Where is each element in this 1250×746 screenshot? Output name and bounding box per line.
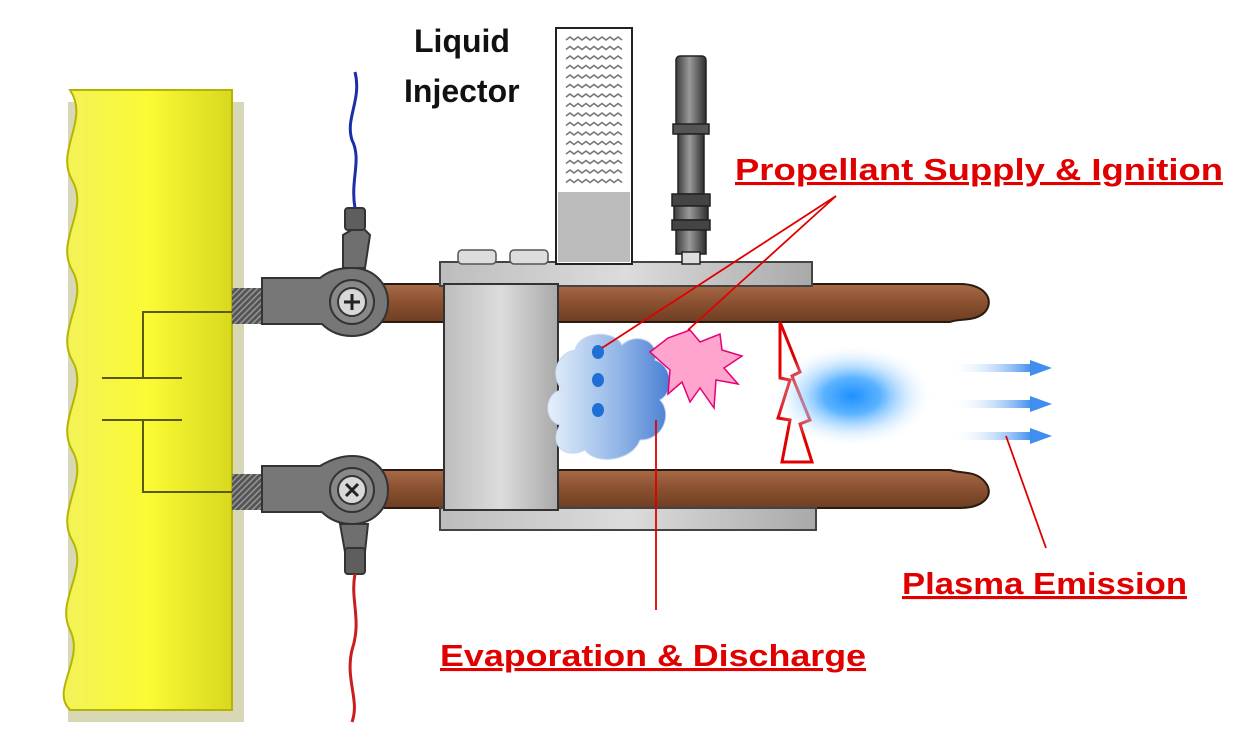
injector-spring-coil [565,140,623,146]
plasma-label: Plasma Emission [902,566,1187,601]
injector-spring-coil [565,178,623,184]
leader-lines [601,195,1047,610]
liquid-injector-label-line1: Liquid [414,23,510,59]
injector-spring-coil [565,169,623,174]
injector-spring-coil [565,102,623,108]
injector-spring-coil [565,74,623,79]
injector-spring-coil [565,83,623,89]
capacitor-bank [62,89,244,722]
red-wire [348,573,358,723]
liquid-injector [555,27,633,265]
injector-spring-coil [565,93,623,98]
plasma-plume [770,344,934,448]
injector-spring-coil [565,121,623,127]
liquid-injector-label-line2: Injector [404,73,520,109]
evaporation-label: Evaporation & Discharge [440,638,866,673]
injector-spring-coil [565,55,623,60]
injector-spring-coil [565,112,623,117]
injector-spring-coil [565,64,623,70]
capacitor-symbol [102,311,232,493]
evaporation-cloud [547,333,670,460]
insulator-block [443,283,559,511]
igniter-rod [671,55,711,265]
ignition-spark [648,329,744,411]
injector-spring-coil [565,150,623,155]
bottom-plate [439,507,817,531]
injector-spring-coil [565,45,623,51]
injector-spring-coil [565,131,623,136]
propellant-label: Propellant Supply & Ignition [735,152,1223,187]
injector-spring-coil [565,36,623,41]
plasma-arrows [950,360,1052,444]
upper-terminal [261,266,390,338]
lower-terminal [261,454,390,526]
lower-wire-lug [338,523,370,575]
blue-wire [348,71,359,209]
injector-spring-coil [565,159,623,165]
upper-wire-lug [342,207,372,269]
